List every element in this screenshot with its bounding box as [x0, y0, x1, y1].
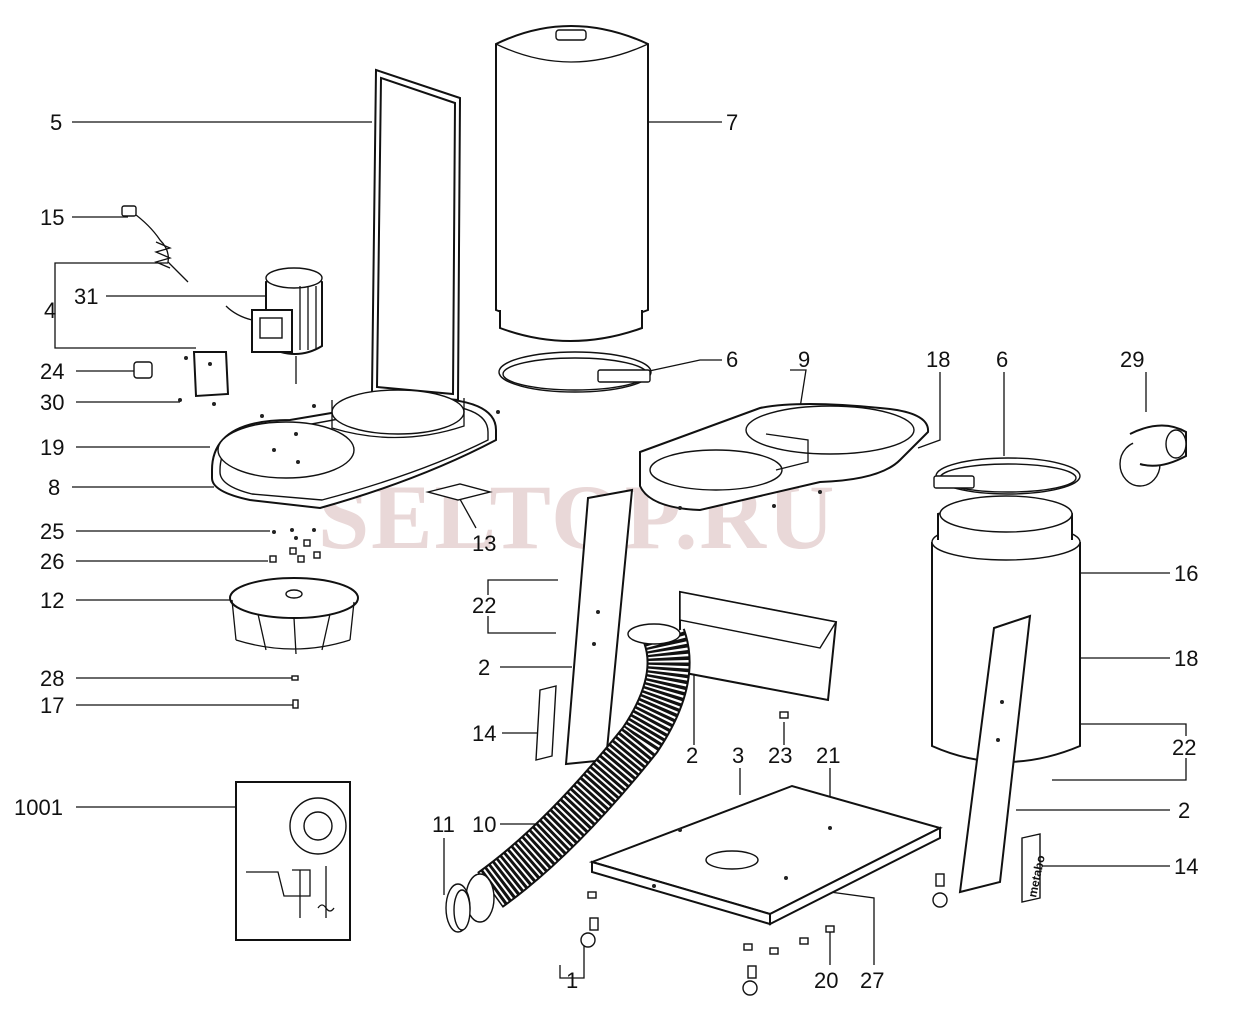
part-filter-bag [495, 25, 649, 342]
callout-15: 15 [40, 205, 64, 230]
part-power-cord [121, 205, 189, 283]
part-motor [225, 267, 323, 384]
callout-5: 5 [50, 110, 62, 135]
part-hose [465, 623, 691, 923]
callout-17: 17 [40, 693, 64, 718]
part-brand-label: metabo [1021, 833, 1048, 903]
callout-2-right: 2 [1178, 798, 1190, 823]
callout-6-right: 6 [996, 347, 1008, 372]
callout-21: 21 [816, 743, 840, 768]
callout-10: 10 [472, 812, 496, 837]
part-filter-panel [370, 68, 462, 402]
part-cover-frame [639, 403, 930, 512]
callout-8: 8 [48, 475, 60, 500]
part-switch [133, 361, 153, 379]
part-bottom-plate [588, 784, 943, 926]
callout-22-right: 22 [1172, 735, 1196, 760]
part-small-screws [291, 675, 299, 709]
callout-9: 9 [798, 347, 810, 372]
part-hose-clamp [445, 883, 471, 933]
callout-13: 13 [472, 531, 496, 556]
callout-16: 16 [1174, 561, 1198, 586]
part-label-strip [535, 685, 557, 761]
callout-6-top: 6 [726, 347, 738, 372]
callout-25: 25 [40, 519, 64, 544]
callout-2-middle: 2 [686, 743, 698, 768]
callout-1: 1 [566, 968, 578, 993]
part-switch-bracket [178, 351, 230, 406]
callout-1001: 1001 [14, 795, 63, 820]
callout-14-right: 14 [1174, 854, 1198, 879]
callout-29: 29 [1120, 347, 1144, 372]
part-side-panel-right [958, 614, 1032, 894]
callout-11: 11 [432, 812, 455, 837]
callout-3: 3 [732, 743, 744, 768]
callout-7: 7 [726, 110, 738, 135]
callout-26: 26 [40, 549, 64, 574]
part-washers-nuts [269, 528, 321, 563]
callout-18-top: 18 [926, 347, 950, 372]
callout-18-right: 18 [1174, 646, 1198, 671]
callout-31: 31 [74, 284, 98, 309]
part-clamp-ring-2 [933, 457, 1081, 495]
callout-30: 30 [40, 390, 64, 415]
callout-numbers: 5 15 4 31 24 30 19 8 25 26 12 28 17 1001… [14, 110, 1198, 993]
callout-2-left: 2 [478, 655, 490, 680]
callout-19: 19 [40, 435, 64, 460]
callout-14-left: 14 [472, 721, 496, 746]
part-back-panel [679, 590, 838, 702]
part-impeller [229, 577, 359, 655]
callout-23: 23 [768, 743, 792, 768]
callout-28: 28 [40, 666, 64, 691]
callout-4: 4 [44, 298, 56, 323]
part-clamp-ring [498, 351, 652, 393]
callout-12: 12 [40, 588, 64, 613]
callout-22-left: 22 [472, 593, 496, 618]
callout-20: 20 [814, 968, 838, 993]
part-filter-sheet [425, 483, 493, 501]
part-casters [580, 711, 948, 996]
part-wiring-diagram [235, 781, 351, 941]
callout-27: 27 [860, 968, 884, 993]
part-base-plate [211, 389, 500, 510]
callout-24: 24 [40, 359, 64, 384]
part-adapter [1119, 424, 1187, 487]
